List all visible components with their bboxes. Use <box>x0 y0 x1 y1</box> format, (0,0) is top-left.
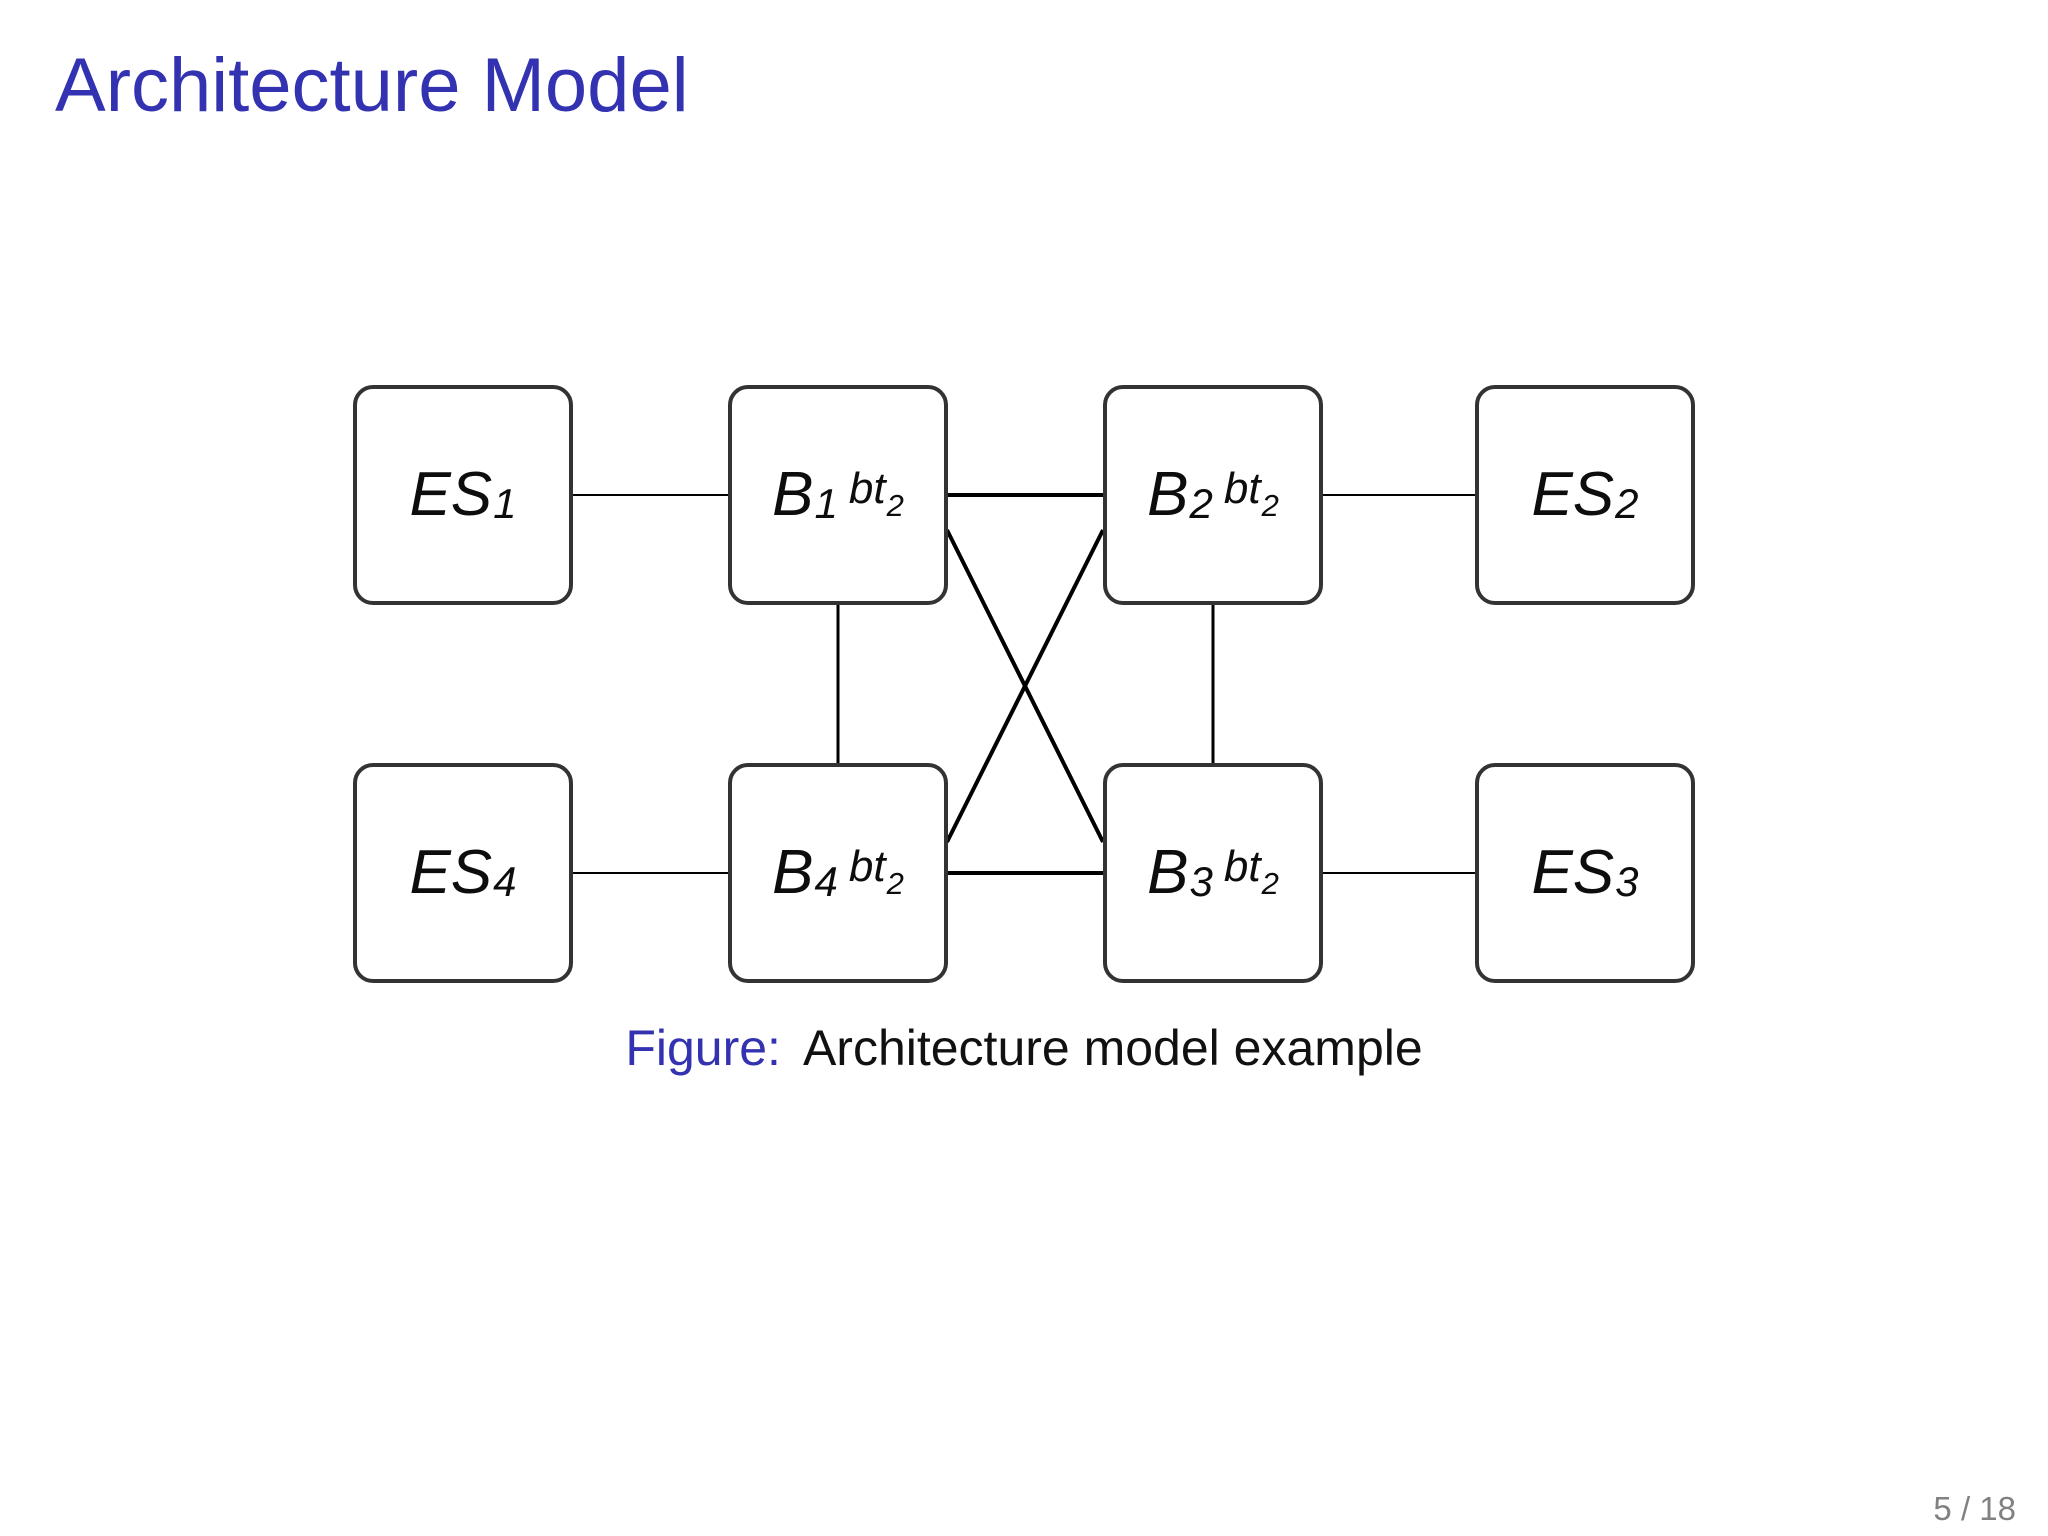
node-label: ES2 <box>1531 464 1638 526</box>
page-indicator: 5 / 18 <box>1933 1490 2016 1527</box>
node-label-part: 3 <box>1189 858 1213 905</box>
node-label: ES3 <box>1531 842 1638 904</box>
node-label-part: 2 <box>886 866 904 901</box>
node-label-part: 1 <box>814 480 838 527</box>
node-ES2: ES2 <box>1475 385 1695 605</box>
node-label-part: bt <box>1223 842 1261 891</box>
node-label-part: B <box>1147 460 1189 529</box>
node-ES1: ES1 <box>353 385 573 605</box>
node-label-part: bt <box>1223 464 1261 513</box>
node-label-part: B <box>772 838 814 907</box>
node-label-part: 2 <box>1261 866 1279 901</box>
edge-B2-B4 <box>945 529 1105 843</box>
caption-label: Figure: <box>625 1020 781 1076</box>
node-label-part: B <box>772 460 814 529</box>
node-label-part: bt <box>848 842 886 891</box>
node-label-part: 2 <box>1261 488 1279 523</box>
node-label: ES4 <box>409 842 516 904</box>
node-ES3: ES3 <box>1475 763 1695 983</box>
node-label-part: B <box>1147 838 1189 907</box>
node-label-part: 4 <box>493 858 517 905</box>
node-label-part: 2 <box>886 488 904 523</box>
node-label-part: 3 <box>1615 858 1639 905</box>
slide-title: Architecture Model <box>55 43 689 128</box>
node-label-part: ES <box>1531 838 1615 907</box>
caption-text: Architecture model example <box>802 1020 1423 1076</box>
node-label-part: 1 <box>493 480 517 527</box>
node-label-part: bt <box>848 464 886 513</box>
figure-caption: Figure: Architecture model example <box>0 1018 2048 1078</box>
node-label-part: 2 <box>1189 480 1213 527</box>
node-label-part: ES <box>1531 460 1615 529</box>
node-label-part: ES <box>409 838 493 907</box>
node-label-part: 4 <box>814 858 838 905</box>
node-label-part: 2 <box>1615 480 1639 527</box>
node-label-part: ES <box>409 460 493 529</box>
node-label: ES1 <box>409 464 516 526</box>
node-ES4: ES4 <box>353 763 573 983</box>
